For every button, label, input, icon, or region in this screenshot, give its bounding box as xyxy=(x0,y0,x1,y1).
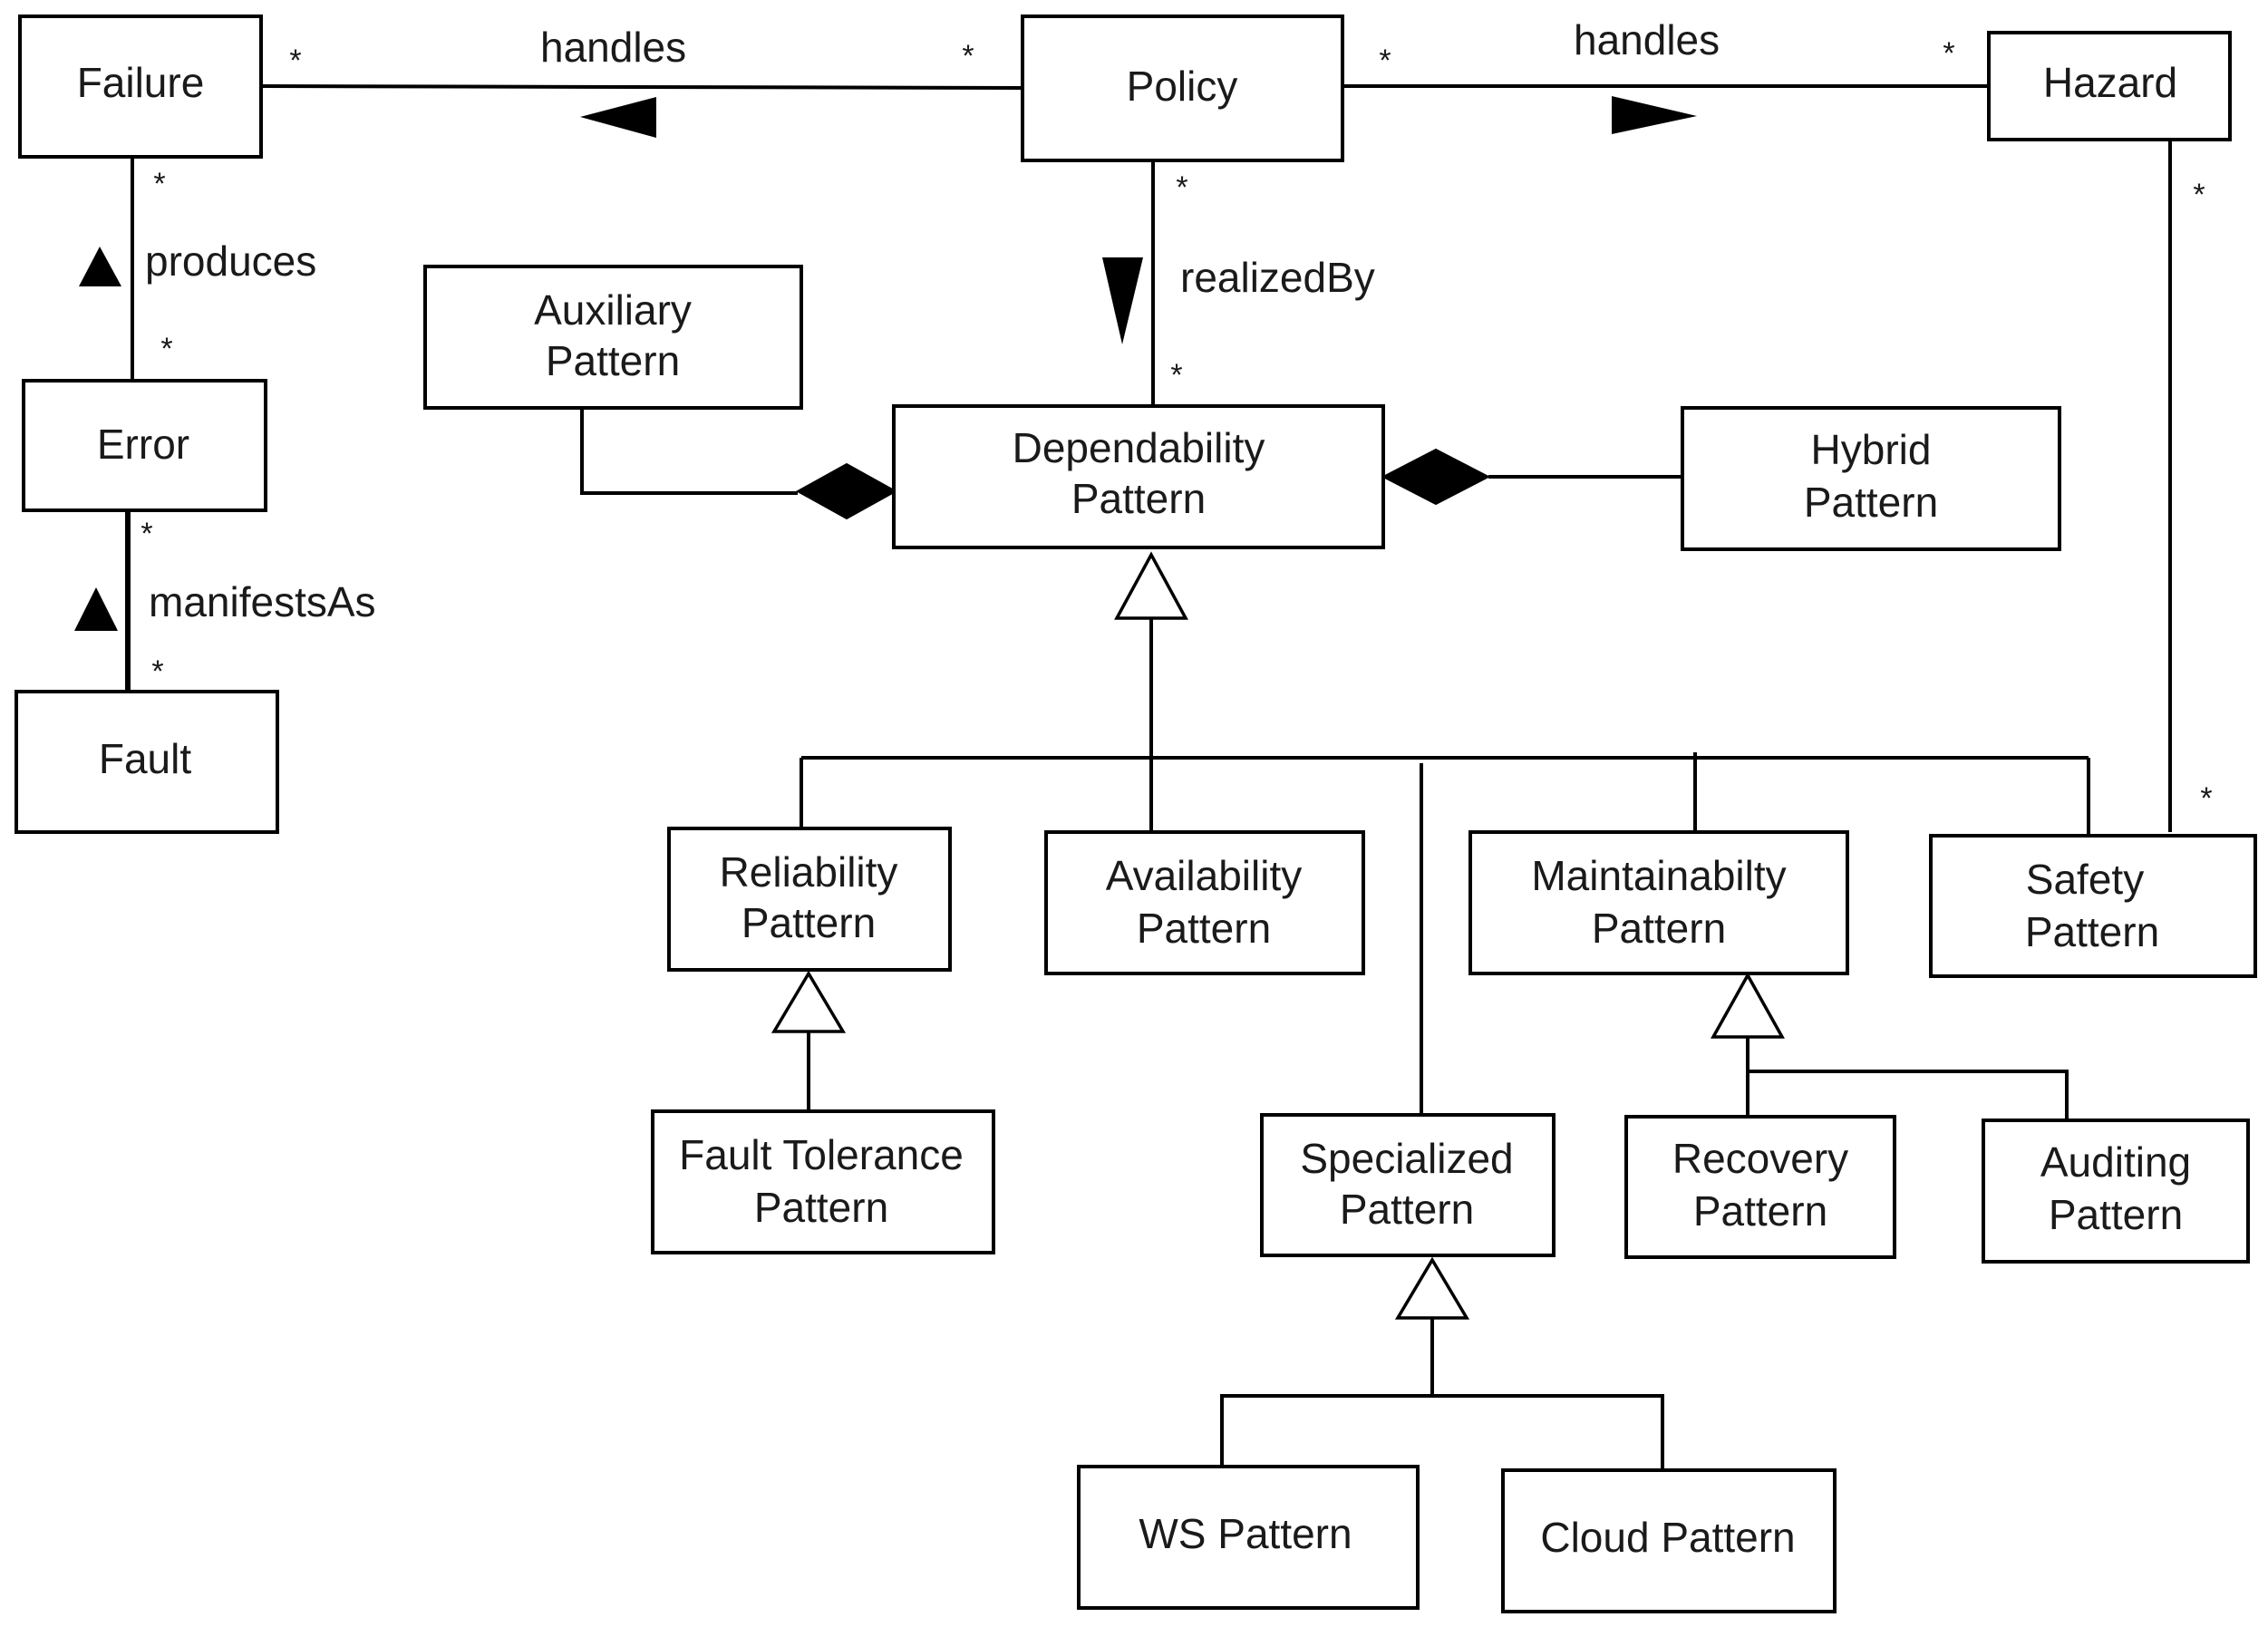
class-safety-pattern-line1: Safety xyxy=(2026,856,2144,903)
edge-specialized-bus xyxy=(1220,1394,1664,1470)
class-fault[interactable]: Fault xyxy=(15,690,279,834)
class-hazard[interactable]: Hazard xyxy=(1987,31,2232,141)
generalization-triangle-icon xyxy=(1394,1256,1470,1320)
class-specialized-pattern-line2: Pattern xyxy=(1340,1186,1474,1233)
class-reliability-pattern[interactable]: Reliability Pattern xyxy=(667,827,952,972)
class-specialized-pattern[interactable]: Specialized Pattern xyxy=(1260,1113,1556,1257)
class-policy[interactable]: Policy xyxy=(1021,15,1344,162)
class-auditing-pattern-line2: Pattern xyxy=(2049,1191,2183,1238)
direction-arrow-left-icon xyxy=(580,97,656,138)
class-maintainability-pattern-line1: Maintainabilty xyxy=(1531,852,1786,899)
class-availability-pattern-line2: Pattern xyxy=(1137,905,1271,952)
class-reliability-pattern-line2: Pattern xyxy=(741,899,876,946)
class-cloud-pattern-label: Cloud Pattern xyxy=(1540,1514,1795,1561)
class-auditing-pattern-line1: Auditing xyxy=(2040,1138,2191,1186)
class-failure-label: Failure xyxy=(77,59,205,106)
class-hybrid-pattern-line1: Hybrid xyxy=(1811,426,1932,473)
direction-arrow-right-icon xyxy=(1612,96,1697,134)
class-fault-tolerance-pattern[interactable]: Fault Tolerance Pattern xyxy=(651,1109,995,1254)
class-hybrid-pattern[interactable]: Hybrid Pattern xyxy=(1681,406,2061,551)
edge-maintainability-bus xyxy=(1746,1070,2069,1120)
direction-arrow-up-icon xyxy=(74,587,118,631)
composition-diamond-icon xyxy=(1381,448,1491,506)
mult-failure-error-b: * xyxy=(160,332,172,366)
mult-failure-policy-b: * xyxy=(962,39,974,73)
label-error-fault: manifestsAs xyxy=(149,578,376,625)
class-fault-tolerance-pattern-line2: Pattern xyxy=(754,1184,888,1231)
class-dependability-pattern-line2: Pattern xyxy=(1071,475,1206,522)
class-dependability-pattern[interactable]: Dependability Pattern xyxy=(892,404,1385,549)
edge-auxiliary-dependability xyxy=(580,408,798,495)
label-policy-dependability: realizedBy xyxy=(1180,254,1375,301)
class-fault-label: Fault xyxy=(99,735,191,782)
class-recovery-pattern[interactable]: Recovery Pattern xyxy=(1624,1115,1896,1259)
mult-failure-policy-a: * xyxy=(289,44,301,78)
class-policy-label: Policy xyxy=(1127,63,1238,110)
mult-policy-hazard-a: * xyxy=(1379,44,1391,78)
class-ws-pattern[interactable]: WS Pattern xyxy=(1077,1465,1420,1610)
class-ws-pattern-label: WS Pattern xyxy=(1139,1510,1352,1557)
generalization-triangle-icon xyxy=(1711,972,1785,1039)
mult-hazard-safety-a: * xyxy=(2193,178,2205,212)
class-fault-tolerance-pattern-line1: Fault Tolerance xyxy=(679,1131,964,1178)
edge-failure-policy xyxy=(260,84,1023,90)
class-maintainability-pattern[interactable]: Maintainabilty Pattern xyxy=(1468,830,1849,975)
class-cloud-pattern[interactable]: Cloud Pattern xyxy=(1501,1468,1837,1613)
mult-policy-hazard-b: * xyxy=(1943,36,1954,71)
class-auxiliary-pattern-line1: Auxiliary xyxy=(534,286,692,334)
generalization-triangle-icon xyxy=(1114,551,1188,620)
class-hazard-label: Hazard xyxy=(2043,59,2177,106)
label-failure-error: produces xyxy=(145,237,316,285)
class-recovery-pattern-line2: Pattern xyxy=(1693,1187,1827,1235)
mult-policy-dependability-b: * xyxy=(1170,358,1182,392)
mult-error-fault-b: * xyxy=(151,654,163,689)
class-auxiliary-pattern[interactable]: Auxiliary Pattern xyxy=(423,265,803,410)
class-specialized-pattern-line1: Specialized xyxy=(1300,1135,1513,1182)
generalization-triangle-icon xyxy=(771,970,847,1033)
mult-error-fault-a: * xyxy=(141,517,152,551)
class-auxiliary-pattern-line2: Pattern xyxy=(546,337,680,384)
mult-failure-error-a: * xyxy=(153,167,165,201)
composition-diamond-icon xyxy=(795,462,898,520)
class-maintainability-pattern-line2: Pattern xyxy=(1592,905,1726,952)
class-error-label: Error xyxy=(97,421,189,468)
mult-policy-dependability-a: * xyxy=(1176,170,1187,205)
mult-hazard-safety-b: * xyxy=(2200,781,2212,816)
class-error[interactable]: Error xyxy=(22,379,267,512)
class-auditing-pattern[interactable]: Auditing Pattern xyxy=(1982,1119,2250,1264)
class-safety-pattern-line2: Pattern xyxy=(2025,908,2159,955)
class-recovery-pattern-line1: Recovery xyxy=(1672,1135,1848,1182)
label-failure-policy: handles xyxy=(540,24,686,71)
class-dependability-pattern-line1: Dependability xyxy=(1013,424,1265,471)
class-failure[interactable]: Failure xyxy=(18,15,263,159)
class-safety-pattern[interactable]: Safety Pattern xyxy=(1929,834,2257,978)
label-policy-hazard: handles xyxy=(1574,16,1720,63)
class-availability-pattern[interactable]: Availability Pattern xyxy=(1044,830,1365,975)
direction-arrow-down-icon xyxy=(1102,257,1143,344)
class-availability-pattern-line1: Availability xyxy=(1106,852,1302,899)
direction-arrow-up-icon xyxy=(79,247,121,286)
class-reliability-pattern-line1: Reliability xyxy=(720,848,898,896)
class-hybrid-pattern-line2: Pattern xyxy=(1804,479,1938,526)
